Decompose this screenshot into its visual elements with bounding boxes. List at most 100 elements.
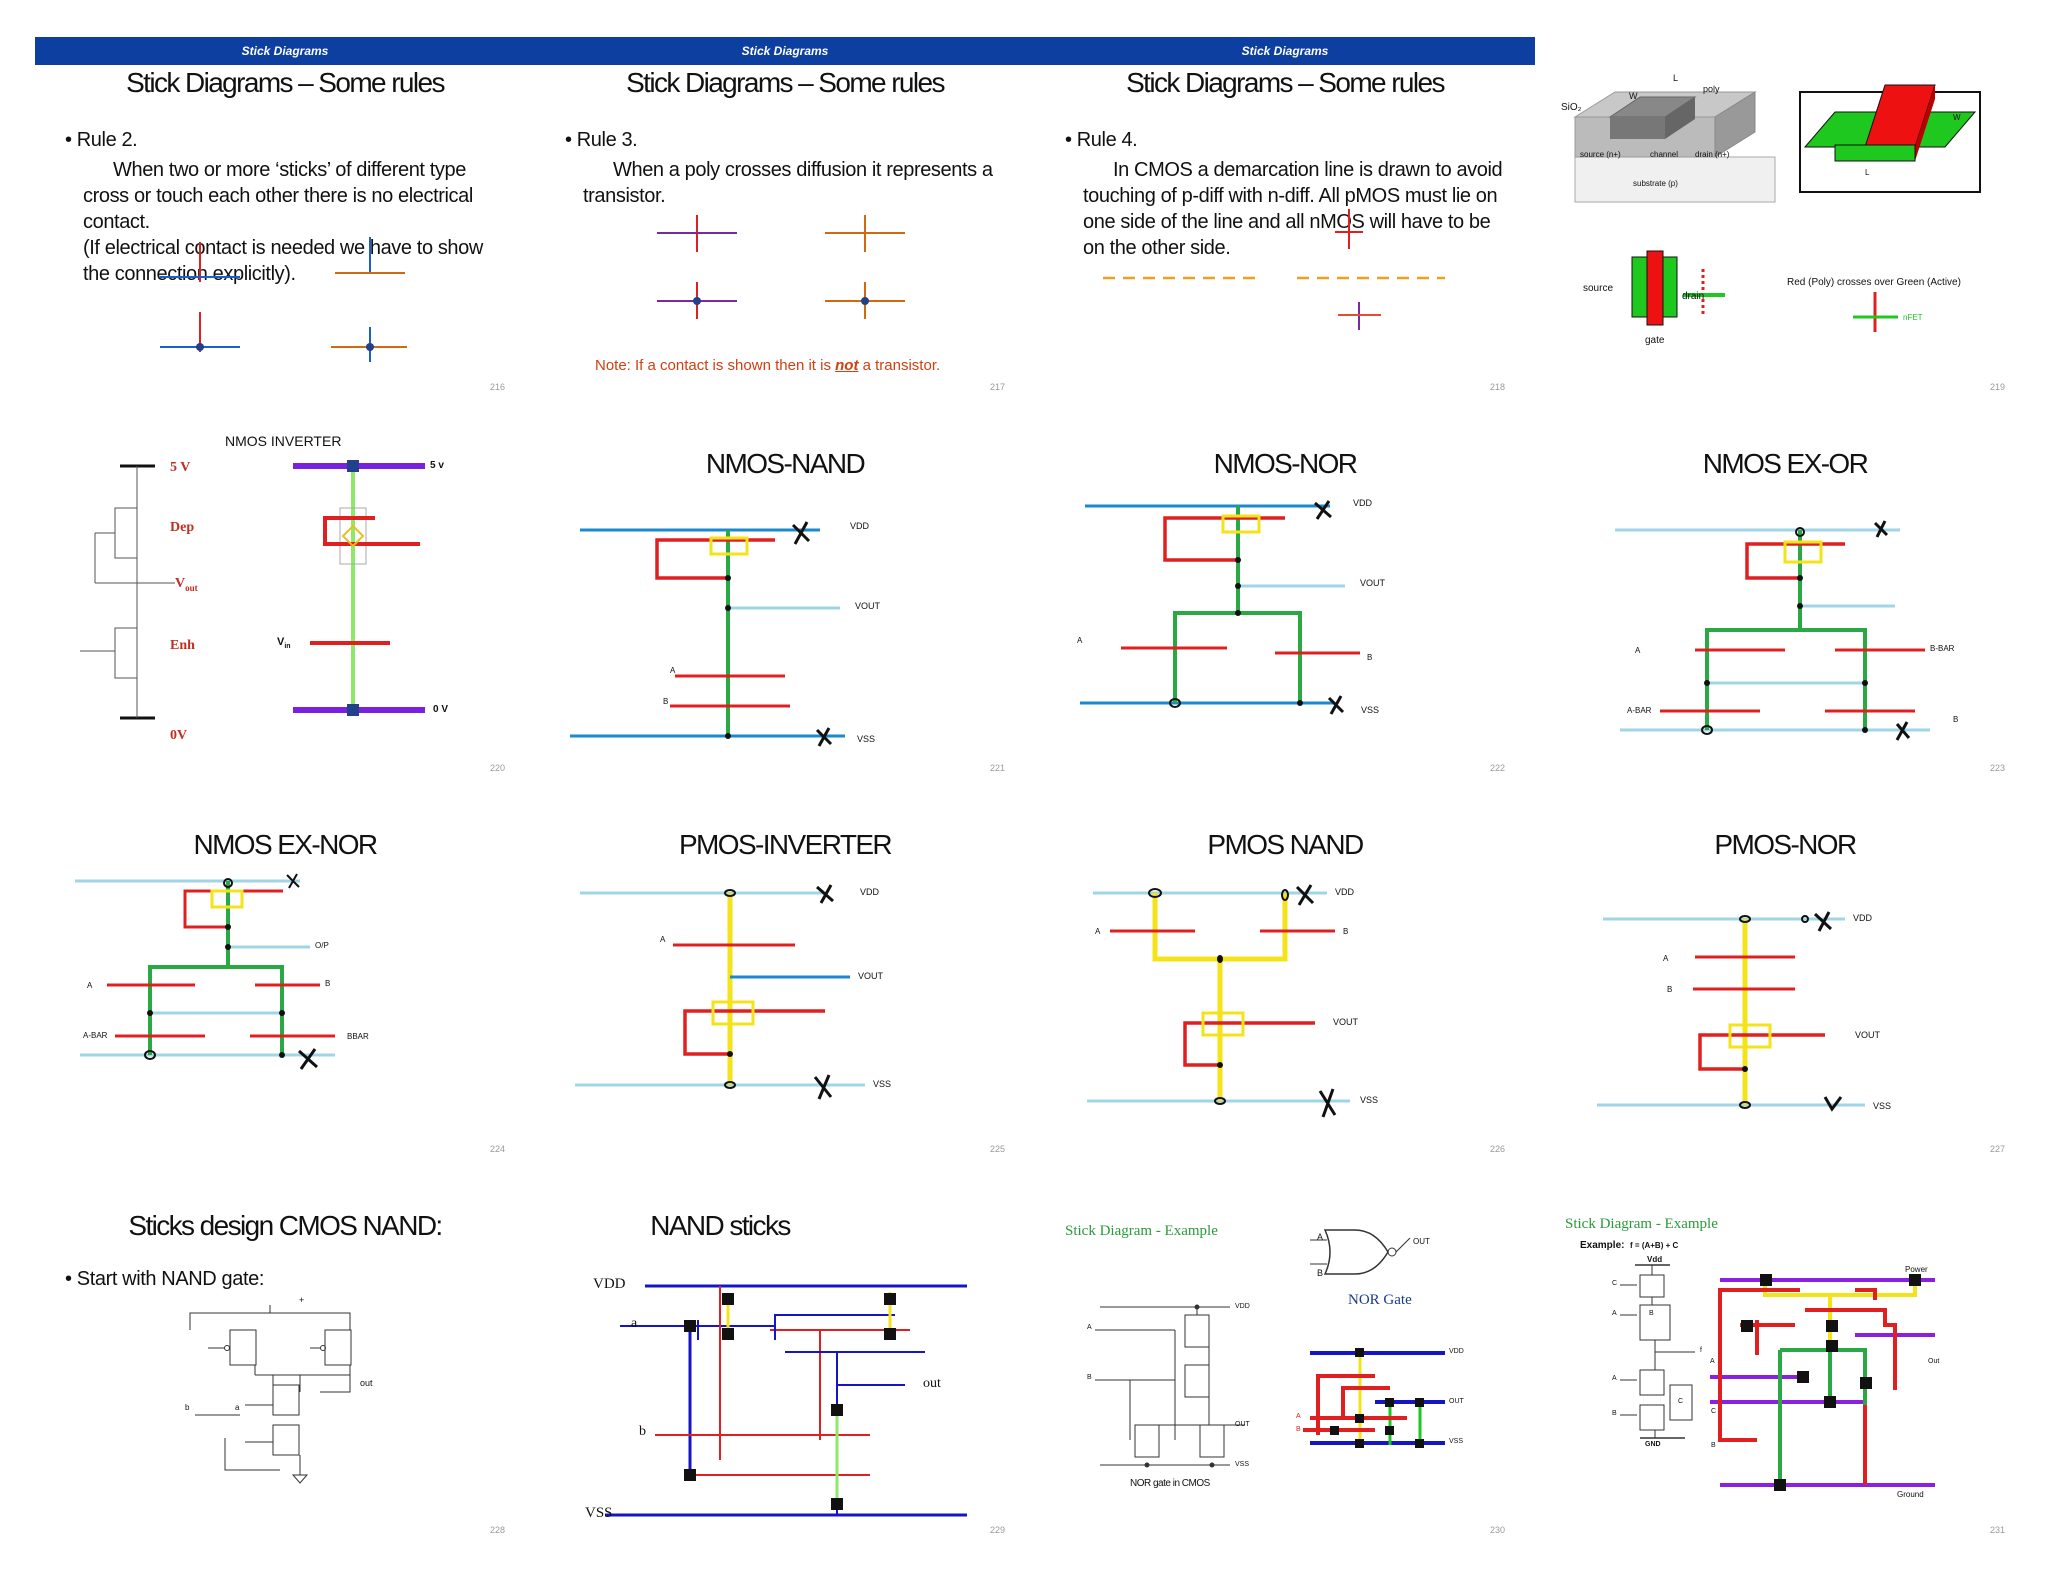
slide-231: Stick Diagram - Example Example: f = (A+…	[1535, 1180, 2035, 1560]
nmos-nand-diagram	[570, 521, 845, 747]
page-number: 218	[1489, 382, 1505, 392]
slide-header: Stick Diagrams	[35, 37, 535, 65]
label-a: A	[1635, 646, 1641, 655]
slide-header: Stick Diagrams	[1035, 37, 1535, 65]
label-stick-a: A	[1296, 1413, 1301, 1420]
slide-217: Stick Diagrams Stick Diagrams – Some rul…	[535, 37, 1035, 417]
label-b: B	[1367, 653, 1373, 662]
label-gate-out: OUT	[1413, 1237, 1430, 1246]
slide-title: PMOS NAND	[1207, 829, 1364, 860]
bullet-rule: • Rule 4.	[1065, 129, 1138, 151]
label-a2: A	[1612, 1375, 1617, 1382]
label-b: B	[1953, 715, 1959, 724]
note-emphasis: not	[835, 357, 859, 374]
label-sch-vdd: VDD	[1235, 1303, 1250, 1310]
slide-title: Stick Diagrams – Some rules	[1126, 67, 1445, 98]
nor-stick-diagram	[1303, 1348, 1445, 1448]
label-gate: gate	[1645, 335, 1665, 346]
label-vdd: VDD	[1335, 887, 1355, 897]
nmos-inverter-diagram	[80, 460, 425, 720]
slide-title: NMOS-NAND	[705, 448, 866, 479]
bullet-text: Rule 2.	[76, 129, 138, 151]
nand-sticks-diagram	[605, 1284, 967, 1517]
label-5v-rail: 5 v	[430, 460, 444, 471]
label-a: A	[1663, 954, 1669, 963]
label-stick-vdd: VDD	[1449, 1348, 1464, 1355]
page-number: 223	[1989, 763, 2005, 773]
label-vout: VOUT	[855, 601, 881, 611]
pmos-inverter-diagram	[575, 884, 865, 1100]
label-l2: L	[1865, 168, 1870, 177]
slide-title: Stick Diagrams – Some rules	[626, 67, 945, 98]
label-b2: B	[1612, 1410, 1617, 1417]
page-number: 222	[1489, 763, 1505, 773]
example-schematic	[1620, 1264, 1695, 1439]
label-vout: VOUT	[1333, 1017, 1359, 1027]
label-vin: Vin	[277, 636, 291, 650]
slide-216: Stick Diagrams Stick Diagrams – Some rul…	[35, 37, 535, 417]
slide-226: PMOS NAND VDD A B VOUT VSS 226	[1035, 799, 1535, 1179]
label-a: A	[670, 666, 676, 675]
label-a: A	[1077, 636, 1083, 645]
label-vss: VSS	[1873, 1101, 1892, 1111]
label-l: L	[1673, 73, 1679, 83]
slide-227: PMOS-NOR VDD A B VOUT VSS 227	[1535, 799, 2035, 1179]
slide-header: Stick Diagrams	[535, 37, 1035, 65]
slide-230: Stick Diagram - Example A B OUT NOR Gate…	[1035, 1180, 1535, 1560]
slide-218: Stick Diagrams Stick Diagrams – Some rul…	[1035, 37, 1535, 417]
page-number: 221	[989, 763, 1005, 773]
label-vss: VSS	[1360, 1095, 1379, 1105]
vin-sub: in	[284, 643, 291, 651]
page-number: 231	[1989, 1525, 2005, 1535]
label-0v: 0V	[170, 728, 188, 743]
label-a: a	[235, 1403, 240, 1412]
example-stick-diagram	[1710, 1274, 1935, 1491]
label-vout: VOUT	[1360, 578, 1386, 588]
label-a: A	[1095, 927, 1101, 936]
slide-title: NMOS-NOR	[1213, 448, 1358, 479]
pmos-nor-diagram	[1597, 911, 1865, 1112]
slide-title: PMOS-NOR	[1714, 829, 1857, 860]
example-text: Example: f = (A+B) + C	[1580, 1240, 1678, 1251]
label-caption: NOR gate in CMOS	[1130, 1478, 1210, 1489]
label-b1: B	[1649, 1310, 1654, 1317]
slide-221: NMOS-NAND VDD VOUT A B VSS 221	[535, 418, 1035, 798]
slide-224: NMOS EX-NOR O/P A B A-BAR BBAR 224	[35, 799, 535, 1179]
label-gate-a: A	[1317, 1232, 1324, 1242]
nmos-nor-diagram	[1080, 500, 1360, 715]
label-vss: VSS	[857, 734, 876, 744]
bullet-rule: • Rule 2.	[65, 129, 138, 151]
label-stick-b: B	[1296, 1426, 1301, 1433]
slide-223: NMOS EX-OR A B-BAR A-BAR B 223	[1535, 418, 2035, 798]
page-number: 227	[1989, 1144, 2005, 1154]
label-b: B	[1343, 927, 1349, 936]
label-vss: VSS	[585, 1505, 613, 1521]
page-number: 217	[989, 382, 1005, 392]
label-w: W	[1629, 91, 1638, 101]
label-abar: A-BAR	[83, 1031, 108, 1040]
page-number: 216	[489, 382, 505, 392]
transistor-3d-diagram	[1573, 84, 1981, 332]
page-number: 228	[489, 1525, 505, 1535]
note-suffix: a transistor.	[858, 357, 941, 374]
label-c2: C	[1678, 1398, 1684, 1405]
label-a: A	[660, 935, 666, 944]
rule-body: In CMOS a demarcation line is drawn to a…	[1083, 159, 1503, 259]
label-vout: VOUT	[1855, 1030, 1881, 1040]
label-rc: C	[1711, 1408, 1717, 1415]
label-b: B	[1667, 985, 1673, 994]
label-nfet: nFET	[1903, 313, 1923, 322]
label-gnd: GND	[1645, 1441, 1661, 1448]
rule4-diagram	[1103, 209, 1445, 330]
label-vdd: VDD	[593, 1276, 626, 1292]
label-enh: Enh	[170, 638, 195, 653]
page-number: 229	[989, 1525, 1005, 1535]
label-source-n: source (n+)	[1580, 150, 1621, 159]
label-nor-gate: NOR Gate	[1348, 1292, 1412, 1308]
label-stick-out: OUT	[1449, 1398, 1464, 1405]
page-number: 220	[489, 763, 505, 773]
label-rb: B	[1711, 1442, 1716, 1449]
pmos-nand-diagram	[1087, 884, 1350, 1118]
label-dep: Dep	[170, 520, 195, 535]
nmos-exnor-diagram	[75, 873, 335, 1070]
